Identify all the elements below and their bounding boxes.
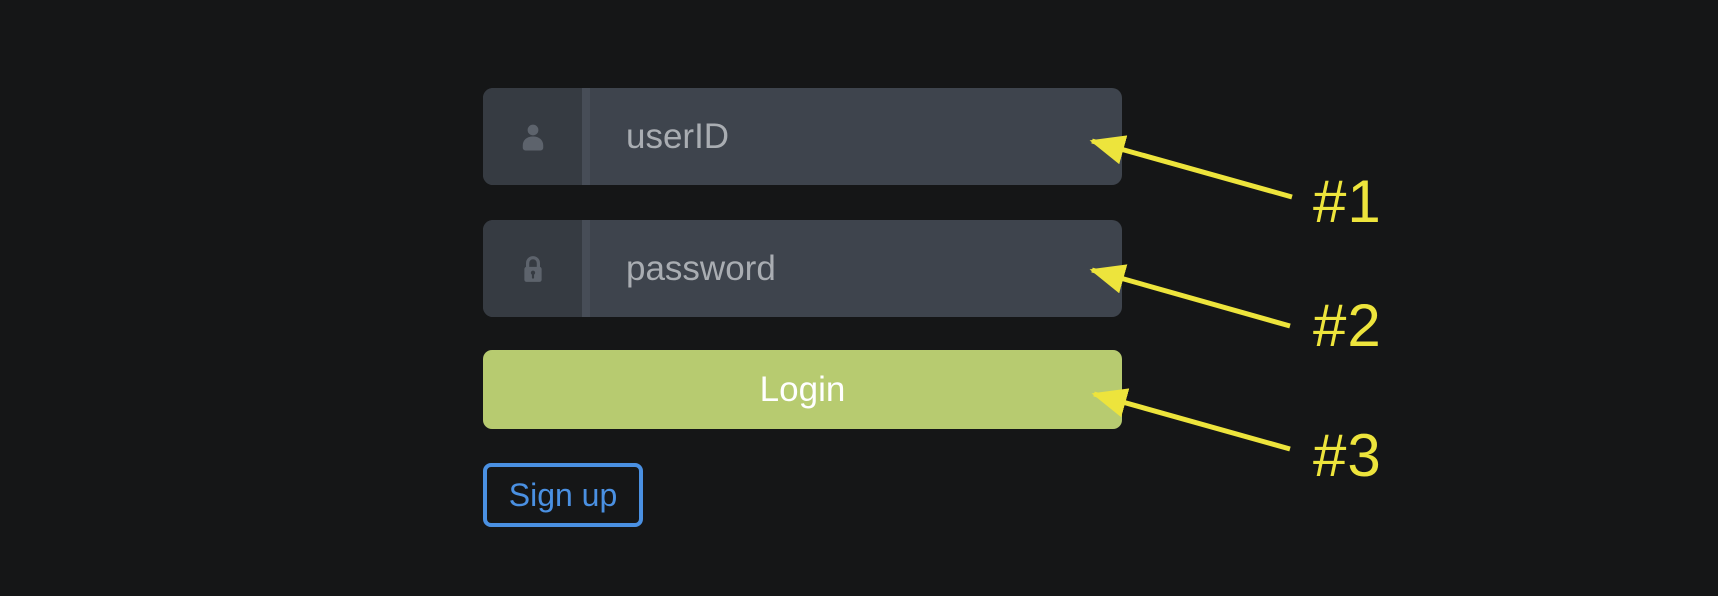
arrow-1 xyxy=(1089,135,1293,200)
user-icon xyxy=(483,88,590,185)
password-field xyxy=(483,220,1122,317)
userid-input[interactable] xyxy=(590,88,1122,185)
password-input[interactable] xyxy=(590,220,1122,317)
lock-icon xyxy=(483,220,590,317)
arrow-3 xyxy=(1091,388,1291,452)
annotation-label-3: #3 xyxy=(1313,422,1382,489)
annotation-label-1: #1 xyxy=(1313,168,1382,235)
login-button[interactable]: Login xyxy=(483,350,1122,429)
signup-button[interactable]: Sign up xyxy=(483,463,643,527)
userid-field xyxy=(483,88,1122,185)
annotation-label-2: #2 xyxy=(1313,292,1382,359)
